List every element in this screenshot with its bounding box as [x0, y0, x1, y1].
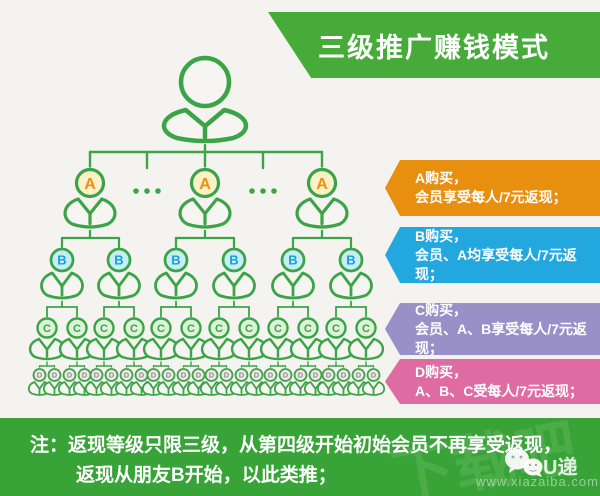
svg-text:D: D — [239, 371, 245, 380]
callout-b-line1: B购买， — [415, 227, 468, 244]
svg-text:C: C — [100, 323, 108, 335]
svg-text:D: D — [268, 371, 274, 380]
note-line-1: 注：返现等级只限三级，从第四级开始初始会员不再享受返现， — [30, 435, 563, 456]
callout-level-a: A购买， 会员享受每人/7元返现； — [385, 160, 600, 216]
svg-text:D: D — [139, 371, 145, 380]
svg-text:D: D — [313, 371, 319, 380]
brand-watermark: U递 — [543, 457, 578, 479]
svg-text:D: D — [52, 371, 58, 380]
svg-text:A: A — [316, 176, 328, 193]
callout-c-line2: 会员、A、B享受每人/7元返现； — [415, 320, 587, 356]
callout-b-line2: 会员、A均享受每人/7元返现； — [415, 246, 577, 282]
svg-text:D: D — [209, 371, 215, 380]
svg-text:C: C — [274, 323, 282, 335]
svg-text:D: D — [82, 371, 88, 380]
svg-text:B: B — [229, 253, 238, 268]
callout-level-c: C购买， 会员、A、B享受每人/7元返现； — [385, 303, 600, 355]
svg-text:D: D — [151, 371, 157, 380]
url-watermark: www.xiazaiba.com — [476, 474, 599, 489]
svg-text:C: C — [332, 323, 340, 335]
svg-text:C: C — [245, 323, 253, 335]
svg-text:D: D — [94, 371, 100, 380]
svg-text:A: A — [199, 176, 211, 193]
svg-text:D: D — [124, 371, 130, 380]
svg-text:D: D — [283, 371, 289, 380]
svg-text:C: C — [187, 323, 195, 335]
svg-text:B: B — [288, 253, 297, 268]
svg-text:C: C — [130, 323, 138, 335]
title-banner: 三级推广赚钱模式 — [268, 12, 600, 78]
svg-text:B: B — [171, 253, 180, 268]
callout-a-line1: A购买， — [415, 170, 468, 186]
svg-text:D: D — [224, 371, 230, 380]
svg-text:D: D — [166, 371, 172, 380]
svg-text:C: C — [43, 323, 51, 335]
callout-a-line2: 会员享受每人/7元返现； — [415, 189, 567, 205]
footer-note-band: 注：返现等级只限三级，从第四级开始初始会员不再享受返现， 返现从朋友B开始，以此… — [0, 418, 600, 496]
svg-text:D: D — [341, 371, 347, 380]
svg-text:D: D — [254, 371, 260, 380]
title-text: 三级推广赚钱模式 — [318, 32, 550, 63]
svg-text:C: C — [304, 323, 312, 335]
svg-text:B: B — [114, 253, 123, 268]
svg-text:D: D — [196, 371, 202, 380]
wechat-icon — [505, 448, 543, 477]
callout-level-d: D购买， A、B、C受每人/7元返现； — [385, 359, 600, 404]
svg-text:C: C — [157, 323, 165, 335]
svg-text:D: D — [37, 371, 43, 380]
callout-c-line1: C购买， — [415, 301, 468, 318]
callout-d-line2: A、B、C受每人/7元返现； — [415, 382, 584, 399]
svg-text:D: D — [67, 371, 73, 380]
svg-text:D: D — [181, 371, 187, 380]
callout-level-b: B购买， 会员、A均享受每人/7元返现； — [385, 227, 600, 283]
svg-text:D: D — [109, 371, 115, 380]
svg-text:D: D — [356, 371, 362, 380]
svg-text:A: A — [84, 176, 96, 193]
svg-text:D: D — [371, 371, 377, 380]
svg-text:C: C — [362, 323, 370, 335]
note-line-2: 返现从朋友B开始，以此类推； — [76, 465, 337, 486]
svg-text:D: D — [298, 371, 304, 380]
svg-text:B: B — [57, 253, 66, 268]
svg-text:B: B — [346, 253, 355, 268]
svg-text:C: C — [73, 323, 81, 335]
svg-text:D: D — [326, 371, 332, 380]
callout-d-line1: D购买， — [415, 363, 468, 380]
svg-text:C: C — [215, 323, 223, 335]
